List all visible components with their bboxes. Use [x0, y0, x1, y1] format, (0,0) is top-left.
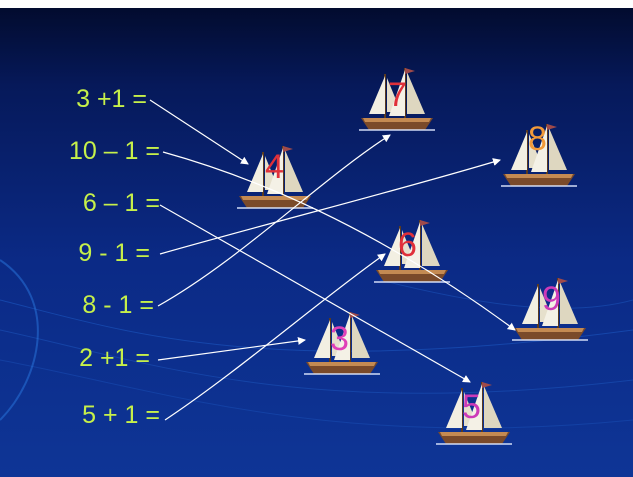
- ship-8-number: 8: [528, 120, 547, 158]
- sailboat-icon: [512, 278, 588, 341]
- expression-4: 9 - 1 =: [78, 239, 150, 267]
- sailboat-icon: [359, 68, 435, 131]
- expression-1: 3 +1 =: [76, 85, 147, 113]
- expression-3: 6 – 1 =: [82, 189, 160, 217]
- arrow-10minus1-to-9: [162, 151, 516, 331]
- ship-5-number: 5: [462, 388, 481, 426]
- ship-3-number: 3: [330, 320, 349, 358]
- ship-7[interactable]: [355, 62, 439, 136]
- expression-6: 2 +1 =: [79, 344, 150, 372]
- sailboat-icon: [436, 382, 512, 445]
- top-border: [0, 0, 633, 8]
- expression-7: 5 + 1 =: [82, 401, 160, 429]
- ship-7-number: 7: [388, 76, 407, 114]
- ship-6-number: 6: [398, 226, 417, 264]
- arrow-2plus1-to-3: [157, 336, 306, 361]
- expression-5: 8 - 1 =: [82, 291, 154, 319]
- ship-5[interactable]: [432, 376, 516, 450]
- ship-9-number: 9: [542, 280, 561, 318]
- expression-2: 10 – 1 =: [68, 137, 160, 165]
- ship-9[interactable]: [508, 272, 592, 346]
- ship-4-number: 4: [265, 148, 284, 186]
